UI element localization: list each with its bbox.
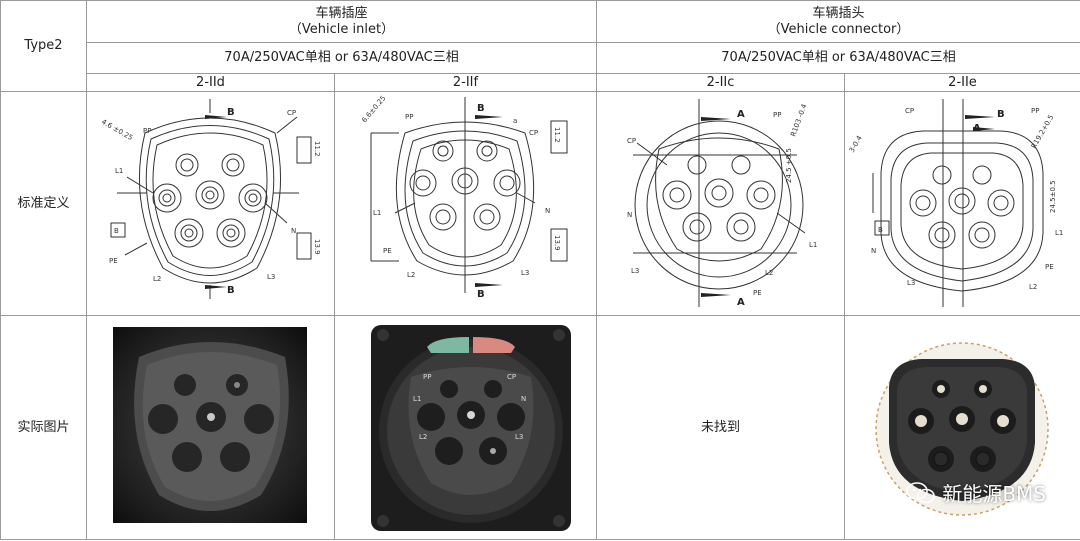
inlet-subtitle: （Vehicle inlet） [288, 21, 395, 37]
watermark: 新能源BMS [906, 478, 1046, 507]
label-l2: L2 [153, 275, 161, 283]
photo-2iie [844, 315, 1080, 540]
dim-d1: 4.6 ±0.25 [100, 117, 134, 141]
drawing-2iid: B B B PP CP L1 PE L2 L3 N 4.6 ±0.25 11.2… [86, 91, 335, 316]
label-l2-2iie: L2 [1029, 283, 1037, 291]
photo-2iid [86, 315, 335, 540]
photo-2iie-svg [875, 341, 1049, 516]
label-l3-2iie: L3 [907, 279, 915, 287]
dim-f3: 13.9 [553, 235, 561, 251]
watermark-text: 新能源BMS [942, 482, 1046, 506]
row-label-standard: 标准定义 [0, 91, 87, 316]
label-b-box: B [114, 227, 119, 235]
label-n-2iie: N [871, 247, 876, 255]
label-b-bottom-2iif: B [477, 289, 485, 300]
variant-2iid: 2-IId [86, 73, 335, 92]
drawing-2iif: B B a PP CP L1 PE L2 L3 N 6.6±0.25 11.2 … [334, 91, 597, 316]
drawing-2iie-svg: B A B CP PP N L1 L3 L2 PE R19.2+0.5 24.5… [848, 98, 1063, 307]
photo-label-cp: CP [507, 373, 516, 381]
photo-label-pp: PP [423, 373, 431, 381]
corner-cell: Type2 [0, 0, 87, 92]
label-b-top: B [227, 107, 235, 118]
label-pp-2iif: PP [405, 113, 413, 121]
label-l1: L1 [115, 167, 123, 175]
drawing-2iic-svg: A A CP PP N L1 L3 L2 PE R103 -0.4 24.5 +… [627, 98, 817, 308]
label-l2-2iic: L2 [765, 269, 773, 277]
label-pe-2iic: PE [753, 289, 762, 297]
connector-subtitle: （Vehicle connector） [767, 21, 910, 37]
photo-2iif: PP CP L1 N L2 L3 [334, 315, 597, 540]
label-n-2iic: N [627, 211, 632, 219]
dim-e3: 3-0.4 [848, 133, 864, 153]
photo-2iic-not-found: 未找到 [596, 315, 845, 540]
label-n-2iif: N [545, 207, 550, 215]
label-a-bottom: A [737, 297, 745, 308]
inlet-title: 车辆插座 [315, 5, 368, 21]
label-l3: L3 [267, 273, 275, 281]
dim-c1: R103 -0.4 [789, 102, 808, 137]
photo-2iif-svg: PP CP L1 N L2 L3 [371, 324, 571, 531]
label-small-a: a [513, 117, 517, 125]
label-cp-2iic: CP [627, 137, 636, 145]
label-n: N [291, 227, 296, 235]
label-pe: PE [109, 257, 118, 265]
connector-header: 车辆插头 （Vehicle connector） [596, 0, 1080, 43]
inlet-header: 车辆插座 （Vehicle inlet） [86, 0, 597, 43]
inlet-rating: 70A/250VAC单相 or 63A/480VAC三相 [86, 42, 597, 74]
photo-label-n: N [521, 395, 526, 403]
drawing-2iid-svg: B B B PP CP L1 PE L2 L3 N 4.6 ±0.25 11.2… [100, 98, 321, 299]
dim-e2: 24.5±0.5 [1049, 180, 1057, 213]
row-label-photo: 实际图片 [0, 315, 87, 540]
drawing-2iif-svg: B B a PP CP L1 PE L2 L3 N 6.6±0.25 11.2 … [360, 94, 568, 300]
variant-2iif: 2-IIf [334, 73, 597, 92]
label-b-top-2iif: B [477, 103, 485, 114]
label-l1-2iie: L1 [1055, 229, 1063, 237]
label-pp-2iic: PP [773, 111, 781, 119]
green-latch [427, 336, 469, 353]
label-b-box-2iie: B [878, 226, 883, 234]
label-b-top-2iie: B [997, 109, 1005, 120]
photo-label-l1: L1 [413, 395, 421, 403]
dim-e1: R19.2+0.5 [1030, 113, 1056, 149]
dim-d3: 13.9 [313, 239, 321, 255]
label-pe-2iif: PE [383, 247, 392, 255]
label-l3-2iif: L3 [521, 269, 529, 277]
drawing-2iic: A A CP PP N L1 L3 L2 PE R103 -0.4 24.5 +… [596, 91, 845, 316]
drawing-2iie: B A B CP PP N L1 L3 L2 PE R19.2+0.5 24.5… [844, 91, 1080, 316]
dim-c2: 24.5 +0.5 [785, 148, 793, 183]
label-l3-2iic: L3 [631, 267, 639, 275]
wechat-icon [906, 481, 936, 503]
connector-title: 车辆插头 [812, 5, 865, 21]
photo-label-l2: L2 [419, 433, 427, 441]
variant-2iic: 2-IIc [596, 73, 845, 92]
label-pp-2iie: PP [1031, 107, 1039, 115]
label-l1-2iic: L1 [809, 241, 817, 249]
label-pe-2iie: PE [1045, 263, 1054, 271]
dim-f2: 11.2 [553, 127, 561, 143]
label-cp-2iif: CP [529, 129, 538, 137]
dim-f1: 6.6±0.25 [360, 94, 387, 124]
label-a-top: A [737, 109, 745, 120]
photo-label-l3: L3 [515, 433, 523, 441]
connector-rating: 70A/250VAC单相 or 63A/480VAC三相 [596, 42, 1080, 74]
label-a-top-2iie: A [973, 123, 981, 134]
label-pp: PP [143, 127, 151, 135]
label-cp: CP [287, 109, 296, 117]
label-b-bottom: B [227, 285, 235, 296]
label-l1-2iif: L1 [373, 209, 381, 217]
label-l2-2iif: L2 [407, 271, 415, 279]
red-latch [473, 336, 515, 353]
photo-2iid-svg [113, 326, 307, 523]
dim-d2: 11.2 [313, 141, 321, 157]
label-cp-2iie: CP [905, 107, 914, 115]
variant-2iie: 2-IIe [844, 73, 1080, 92]
